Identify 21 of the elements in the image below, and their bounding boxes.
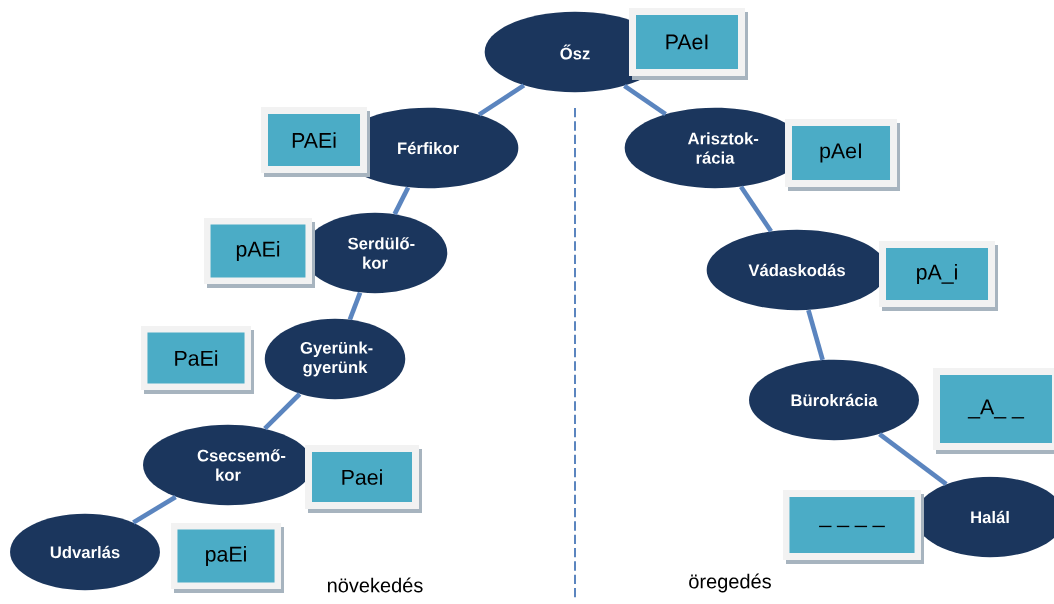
- connector-line: [739, 185, 773, 233]
- code-box: paEi: [171, 523, 284, 593]
- code-box: pAEi: [204, 218, 315, 288]
- code-box: PaEi: [141, 326, 254, 394]
- phase-label: öregedés: [689, 573, 771, 593]
- code-box: PAeI: [629, 8, 748, 80]
- code-box: PAEi: [261, 107, 370, 177]
- phase-label: növekedés: [327, 577, 423, 593]
- code-box: Paei: [305, 445, 422, 513]
- code-box: _A_ _: [933, 368, 1054, 454]
- code-box: _ _ _ _: [783, 490, 924, 564]
- code-box: pAeI: [785, 119, 900, 191]
- connector-line: [806, 309, 825, 361]
- connector-line: [392, 186, 411, 216]
- code-box: pA_i: [879, 241, 998, 311]
- connector-line: [477, 83, 526, 117]
- connector-line: [623, 83, 667, 117]
- connector-line: [263, 392, 302, 431]
- connector-line: [878, 432, 948, 487]
- connector-line: [132, 494, 177, 525]
- connector-line: [347, 291, 363, 321]
